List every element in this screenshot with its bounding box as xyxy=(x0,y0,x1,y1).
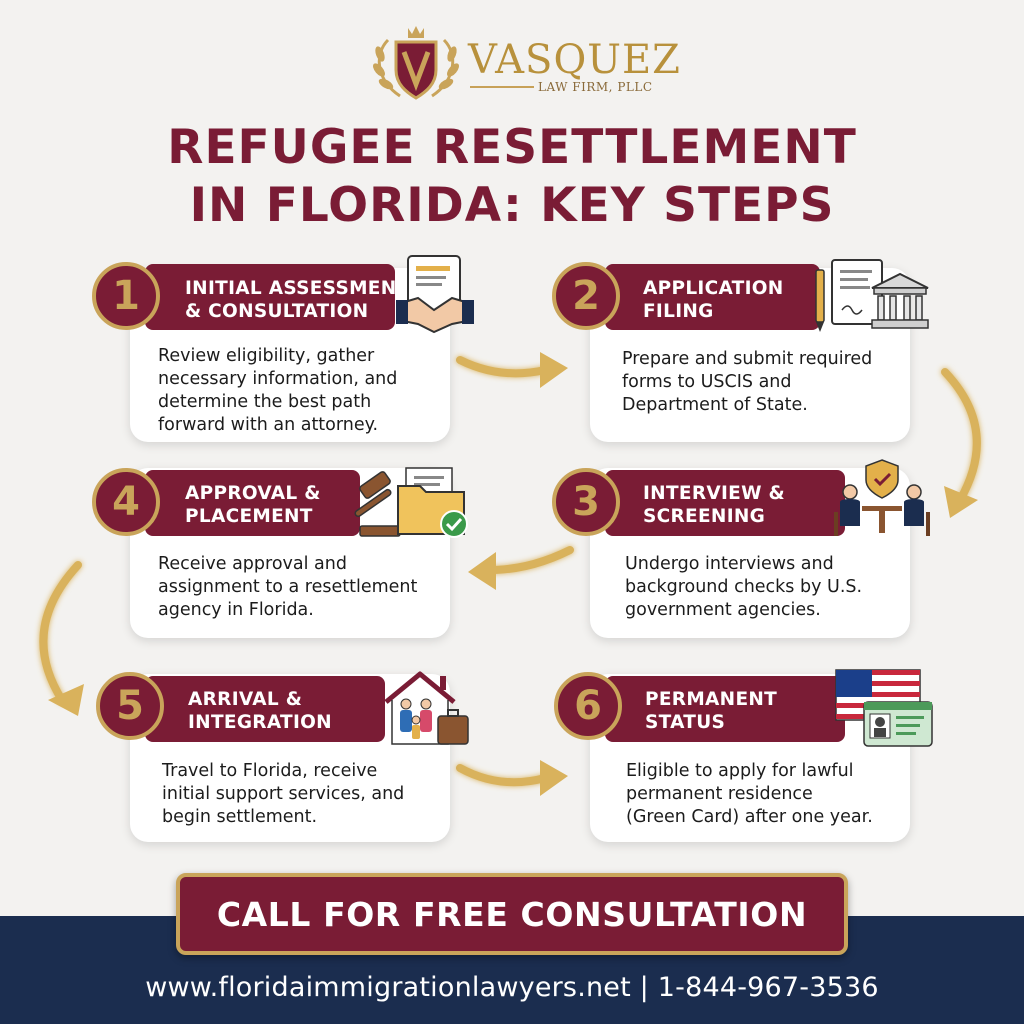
step-body-6: Eligible to apply for lawful permanent r… xyxy=(626,761,873,827)
step-number-1: 1 xyxy=(92,262,160,330)
document-government-building-icon xyxy=(815,259,929,332)
page-title-line-1: REFUGEE RESETTLEMENT xyxy=(167,120,857,175)
step-title-2: APPLICATION FILING xyxy=(643,278,784,322)
step-number-5: 5 xyxy=(96,672,164,740)
step-banner-2 xyxy=(605,264,820,330)
family-house-luggage-icon xyxy=(384,671,469,745)
step-title-5: ARRIVAL & INTEGRATION xyxy=(188,689,332,733)
gavel-folder-check-icon xyxy=(354,467,468,538)
brand-subtitle: LAW FIRM, PLLC xyxy=(534,80,657,94)
step-number-3: 3 xyxy=(552,468,620,536)
step-title-6: PERMANENT STATUS xyxy=(645,689,778,733)
step-banner-3 xyxy=(605,470,845,536)
step-banner-4 xyxy=(145,470,360,536)
step-number-4: 4 xyxy=(92,468,160,536)
contact-info: www.floridaimmigrationlawyers.net | 1-84… xyxy=(145,972,879,1003)
step-body-3: Undergo interviews and background checks… xyxy=(625,554,863,620)
step-banner-5 xyxy=(145,676,385,742)
arrow-3-to-4 xyxy=(486,546,574,574)
step-body-5: Travel to Florida, receive initial suppo… xyxy=(162,761,405,827)
arrow-2-to-3 xyxy=(941,368,981,504)
brand-name: VASQUEZ xyxy=(468,37,681,83)
flag-green-card-icon xyxy=(835,669,933,747)
handshake-document-icon xyxy=(396,255,474,334)
step-body-1: Review eligibility, gather necessary inf… xyxy=(158,346,398,435)
law-firm-logo-emblem xyxy=(373,26,459,100)
free-consultation-button[interactable]: CALL FOR FREE CONSULTATION xyxy=(176,873,848,955)
page-title-line-2: IN FLORIDA: KEY STEPS xyxy=(189,178,835,233)
interview-shield-icon xyxy=(834,459,930,536)
step-title-3: INTERVIEW & SCREENING xyxy=(643,483,785,527)
step-body-2: Prepare and submit required forms to USC… xyxy=(622,349,873,415)
arrow-1-to-2 xyxy=(456,356,549,378)
step-title-1: INITIAL ASSESSMENT & CONSULTATION xyxy=(185,278,410,322)
step-body-4: Receive approval and assignment to a res… xyxy=(158,554,418,620)
step-number-6: 6 xyxy=(554,672,622,740)
arrow-4-to-5 xyxy=(39,561,82,704)
step-title-4: APPROVAL & PLACEMENT xyxy=(185,483,321,527)
step-banner-1 xyxy=(145,264,395,330)
step-banner-6 xyxy=(605,676,845,742)
step-number-2: 2 xyxy=(552,262,620,330)
arrow-5-to-6 xyxy=(456,764,549,787)
